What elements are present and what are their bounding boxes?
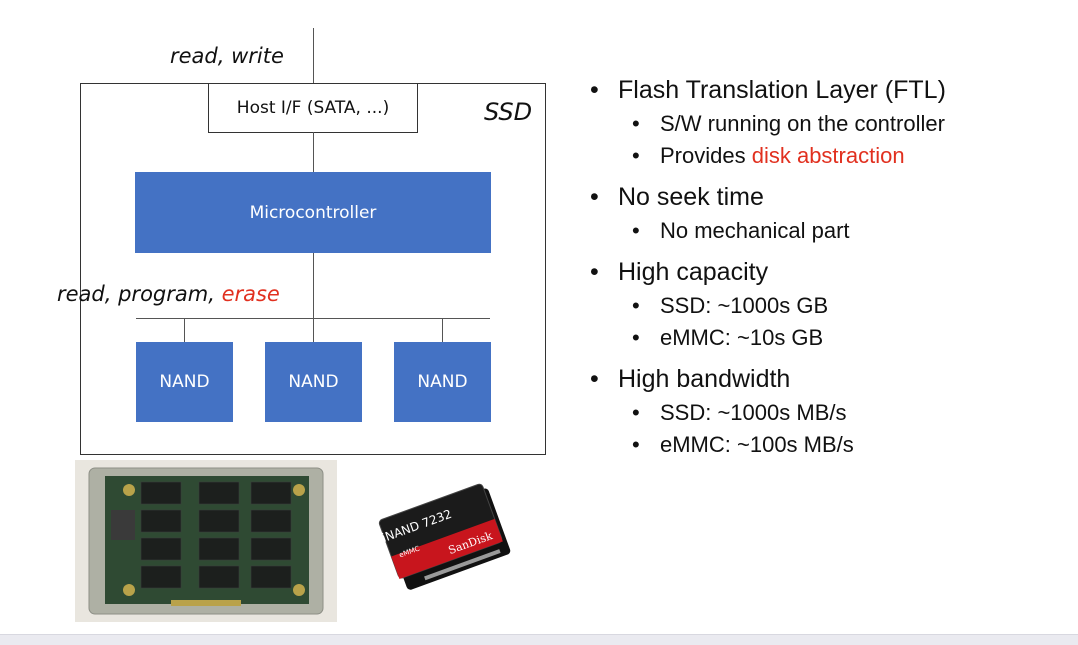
nand-chip-1: NAND <box>136 342 233 422</box>
bullet-capacity-sub1-text: SSD: ~1000s GB <box>660 293 829 318</box>
bullet-ftl-sub2-prefix: Provides <box>660 143 752 168</box>
host-interface-box: Host I/F (SATA, ...) <box>208 83 418 133</box>
bullet-capacity-sub2-text: eMMC: ~10s GB <box>660 325 824 350</box>
bullet-capacity-text: High capacity <box>618 258 769 286</box>
bullet-bandwidth-sub2: •eMMC: ~100s MB/s <box>632 432 854 457</box>
bullet-list: •Flash Translation Layer (FTL) •S/W runn… <box>590 76 1070 464</box>
nand-ops-read-program: read, program, <box>57 282 222 306</box>
bullet-bandwidth-text: High bandwidth <box>618 365 791 393</box>
host-connector-line <box>313 28 314 92</box>
host-ops-label: read, write <box>170 44 284 68</box>
microcontroller-box: Microcontroller <box>135 172 491 253</box>
bullet-capacity-sub2: •eMMC: ~10s GB <box>632 325 824 350</box>
bullet-ftl-sub1-text: S/W running on the controller <box>660 111 945 136</box>
ssd-board-photo <box>75 460 337 622</box>
bullet-ftl-sub2-highlight: disk abstraction <box>751 143 905 168</box>
nand-drop-3 <box>442 318 443 342</box>
microcontroller-label: Microcontroller <box>249 202 377 223</box>
bullet-ftl: •Flash Translation Layer (FTL) <box>590 76 946 104</box>
nand-chip-3: NAND <box>394 342 491 422</box>
bullet-seek-text: No seek time <box>618 183 764 211</box>
nand-chip-label: NAND <box>417 372 468 392</box>
bullet-seek-sub1-text: No mechanical part <box>660 218 850 243</box>
emmc-chip-photo: iNAND 7232 eMMC SanDisk <box>378 483 511 590</box>
bullet-seek: •No seek time <box>590 183 764 211</box>
bullet-ftl-sub1: •S/W running on the controller <box>632 111 945 136</box>
host-interface-label: Host I/F (SATA, ...) <box>236 98 390 118</box>
nand-chip-2: NAND <box>265 342 362 422</box>
host-controller-line <box>313 132 314 172</box>
nand-chip-label: NAND <box>159 372 210 392</box>
bullet-bandwidth-sub1: •SSD: ~1000s MB/s <box>632 400 847 425</box>
bullet-bandwidth: •High bandwidth <box>590 365 791 393</box>
bullet-capacity-sub1: •SSD: ~1000s GB <box>632 293 829 318</box>
bottom-bar <box>0 634 1078 645</box>
bullet-bandwidth-sub2-text: eMMC: ~100s MB/s <box>660 432 854 457</box>
bullet-bandwidth-sub1-text: SSD: ~1000s MB/s <box>660 400 847 425</box>
nand-ops-erase: erase <box>221 282 280 306</box>
bullet-capacity: •High capacity <box>590 258 769 286</box>
nand-ops-label: read, program, erase <box>57 282 280 306</box>
nand-drop-1 <box>184 318 185 342</box>
nand-chip-label: NAND <box>288 372 339 392</box>
ssd-label: SSD <box>484 98 533 126</box>
controller-bus-line <box>313 253 314 319</box>
bullet-ftl-text: Flash Translation Layer (FTL) <box>618 76 946 104</box>
bullet-ftl-sub2: •Provides disk abstraction <box>632 143 905 168</box>
bullet-seek-sub1: •No mechanical part <box>632 218 850 243</box>
nand-drop-2 <box>313 318 314 342</box>
